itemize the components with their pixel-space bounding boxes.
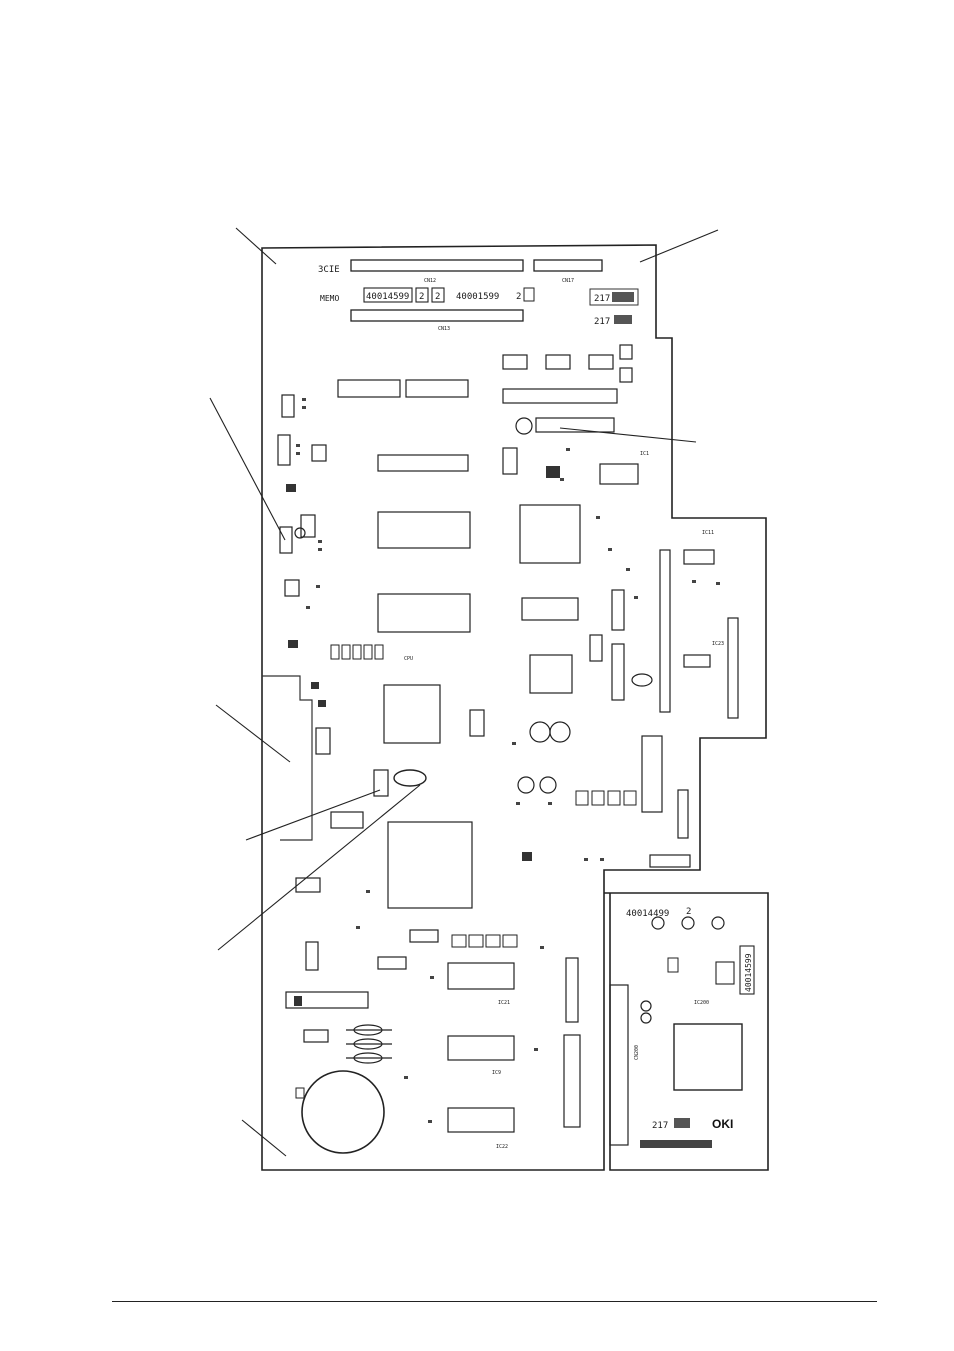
pads [296,398,720,1123]
rev-box-a-text: 2 [419,292,424,302]
footer-rule [112,1301,877,1302]
rev-sub: 2 [686,907,691,917]
code-c-pad [674,1118,690,1128]
cn-top-a-label: CN12 [424,278,436,284]
mirror-text-top: 3CIE [318,265,340,275]
dark-pads [286,466,560,1006]
cpu-label: CPU [404,656,413,662]
rev-alt: 2 [516,292,521,302]
cn-top-b-label: CN17 [562,278,574,284]
rev-box-b [431,287,445,303]
fuses [346,1024,392,1064]
ic21-label: IC21 [498,1000,510,1006]
sub-bottom-connector [640,1140,712,1148]
rev-box-b-text: 2 [435,292,440,302]
code-b: 217 [594,317,610,327]
board-notch [262,675,313,841]
top-connectors [350,259,603,322]
crystal-small [631,673,653,687]
brand-logo-text: OKI [712,1117,733,1131]
battery [301,1070,385,1154]
sub-small-chip [667,957,679,973]
battery-tab [295,1087,305,1099]
capacitors [294,417,725,1024]
resistor-arrays [330,644,637,948]
ic9-label: IC9 [492,1070,501,1076]
rev-box-a [415,287,429,303]
code-a: 217 [594,294,610,304]
components [277,344,739,1146]
switch-strip [285,991,369,1009]
part-number-main: 40014599 [366,292,409,302]
cn-mid-label: CN13 [438,326,450,332]
mirror-text-memo: MEMO [320,294,339,303]
crystal [393,769,427,787]
ic1-label: IC1 [640,451,649,457]
sub-small-ic [715,961,735,985]
rev-alt-box [523,287,535,302]
code-c: 217 [652,1121,668,1131]
cn200-label: CN200 [634,1045,640,1060]
code-frame [589,288,639,306]
ic23-label: IC23 [712,641,724,647]
part-number-box [363,287,413,303]
part-number-alt: 40001599 [456,292,499,302]
sub-main-ic [673,1023,743,1091]
sub-vertical-part-number: 40014599 [744,953,753,992]
sub-vertical-label-box [739,945,755,995]
main-board-outline [261,244,767,1171]
ic22-label: IC22 [496,1144,508,1150]
ic11-label: IC11 [702,530,714,536]
part-number-sub: 40014499 [626,909,669,919]
code-b-pad [614,315,632,324]
code-a-pad [612,292,634,302]
ic200-label: IC200 [694,1000,709,1006]
leader-lines [209,227,719,1157]
